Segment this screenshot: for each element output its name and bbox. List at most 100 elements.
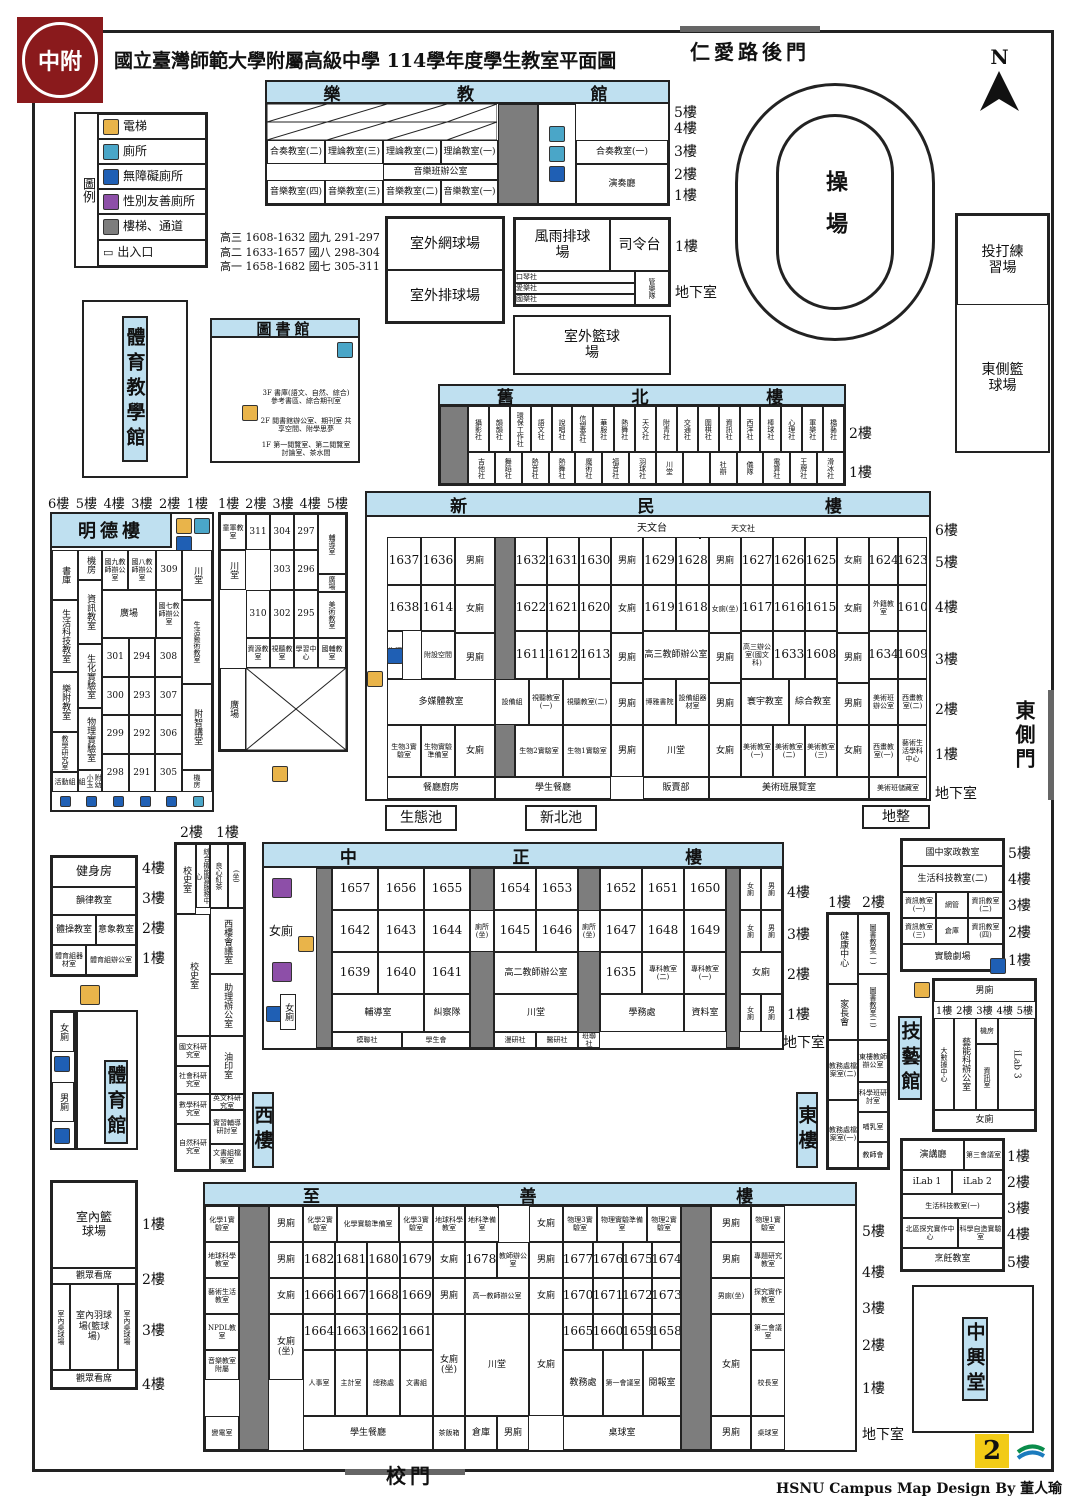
jiyi-lecture-block[interactable]: 演講廳 第三會議室 iLab 1 iLab 2 生活科技教室(一) 北區探究實作… [900,1138,1005,1272]
special-room[interactable]: 專科教室(二) [642,952,684,994]
mingde-room[interactable]: 國輔教室 [318,638,346,668]
restroom-male[interactable]: 男廁 [837,683,869,725]
mingde-room[interactable]: 生活藝術教室 [182,600,212,684]
classroom[interactable]: 1625 [805,537,837,585]
donglou-room[interactable]: 家長會 [828,984,858,1040]
club-room[interactable]: 儀隊 [736,452,764,484]
classroom[interactable]: 1638 [387,585,421,631]
restroom-male[interactable]: 男廁 [52,1082,74,1122]
jiyi-room[interactable]: iLab 2 [952,1170,1003,1194]
restroom-seated[interactable]: 廁所(坐) [470,910,494,952]
donglou-room[interactable]: 教務處檔案室(二) [828,1040,858,1100]
outdoor-basketball-court[interactable]: 室外籃球場 [513,315,671,375]
classroom[interactable]: 1627 [741,537,773,585]
club-room[interactable]: 附青社 [656,406,677,452]
restroom-male[interactable]: 男廁 [433,1278,465,1314]
lejiao-room[interactable]: 理論教室(一) [441,140,498,164]
office[interactable]: 總務處 [367,1350,400,1416]
outdoor-tennis-court[interactable]: 室外網球場 室外排球場 [385,216,505,324]
classroom[interactable]: 1634 [869,631,898,679]
restroom-female[interactable]: 女廁 [455,585,495,633]
office[interactable]: 主計室 [335,1350,367,1416]
mingde-room[interactable]: 296 [294,550,318,590]
classroom[interactable]: 1614 [421,585,455,631]
classroom[interactable]: 1667 [335,1278,367,1314]
spacer[interactable] [497,1206,499,1208]
art-room[interactable]: 美術教室(一) [741,725,773,777]
classroom[interactable]: 299 [102,715,129,754]
restroom-female[interactable]: 女廁 [837,537,869,585]
restroom-female[interactable]: 女廁 [740,868,761,910]
office[interactable]: 美術班辦公室 [869,679,898,725]
classroom[interactable]: 1619 [643,585,676,631]
classroom[interactable]: 1618 [676,585,709,631]
pingpong-room[interactable]: 桌球室 [751,1416,785,1450]
classroom[interactable]: 1670 [563,1278,593,1314]
classroom[interactable]: 1630 [579,537,611,585]
student-affairs[interactable]: 學務處 [600,994,684,1032]
jiyi-room[interactable]: 實驗劇場 [902,944,1003,970]
club-room[interactable]: 電算社 [763,452,791,484]
classroom[interactable]: 1673 [652,1278,681,1314]
mingde-room[interactable]: 視聽教室 [270,638,294,668]
restroom-male[interactable]: 男廁 [611,633,643,683]
mingde-room[interactable]: 資源教室 [246,638,270,668]
club-room[interactable]: 棒球社 [760,406,782,452]
club-room[interactable]: 說唱社 [551,406,573,452]
room[interactable]: 設備組器材室 [676,679,709,725]
mingde-room[interactable]: 304 [270,514,294,550]
classroom[interactable]: 294 [128,638,156,677]
classroom[interactable]: 1656 [378,868,424,910]
office[interactable]: 高一教師辦公室 [465,1278,529,1314]
jiyi-room[interactable]: 生活科技教室(二) [902,866,1003,892]
restroom-seated[interactable]: 廁所(坐) [578,910,600,952]
mingde-room[interactable]: 295 [294,590,318,638]
classroom[interactable]: 1639 [332,952,378,994]
sports-field[interactable]: 操場 [735,83,935,341]
mingde-room[interactable]: 川堂 [182,550,212,600]
restroom-male[interactable]: 男廁 [761,994,782,1032]
mingde-room[interactable]: 輔導室 [318,514,346,574]
pingpong-room[interactable]: 室內桌球場 [118,1284,136,1370]
classroom[interactable]: 1643 [378,910,424,952]
club-room[interactable]: 華服社 [593,406,615,452]
classroom[interactable]: 1610 [898,585,927,631]
mingde-room[interactable]: 生化實驗室 [78,644,102,708]
meeting-room[interactable]: 第二會議室 [751,1314,785,1350]
rain-volleyball-court[interactable]: 風雨排球場 司令台 口琴社 愛樂社 國樂社 管樂隊 [513,217,671,307]
lab[interactable]: 生物3實驗室 [387,725,421,777]
mingde-room[interactable]: 附智講堂 [182,684,212,770]
office[interactable]: 文書組 [400,1350,433,1416]
lejiao-room[interactable]: 音樂教室(三) [325,180,383,204]
room[interactable]: NPDL教室 [205,1314,239,1350]
classroom[interactable]: 1642 [332,910,378,952]
restroom-female[interactable]: 女廁 [280,994,296,1030]
room[interactable]: 西畫教室(二) [898,679,927,725]
classroom[interactable]: 1668 [367,1278,400,1314]
lab[interactable]: 物理3實驗室 [563,1206,597,1242]
equipment-room[interactable]: 體育組器材室 [52,945,86,975]
restroom-female-seated[interactable]: 女廁(坐) [269,1314,303,1380]
classroom[interactable]: 1653 [536,868,578,910]
jiyi-room[interactable]: 資訊教室(二) [968,892,1003,918]
lab[interactable]: 化學實驗準備室 [337,1206,399,1242]
mingde-room[interactable]: 國九教師辦公室 [102,550,128,590]
donglou-room[interactable]: 圖書教室(一) [858,914,888,974]
restroom-male[interactable]: 男廁 [455,633,495,683]
classroom[interactable]: 1623 [898,537,927,585]
restroom-female[interactable]: 女廁 [709,725,741,777]
back-gate-label[interactable]: 仁愛路後門 [690,40,810,64]
patrol-room[interactable]: 糾察隊 [424,994,470,1032]
tiyuguan-building[interactable]: 體育館 [76,1010,138,1150]
xilou-room[interactable]: 數學科研究室 [176,1094,210,1124]
fitness-building[interactable]: 健身房 韻律教室 體操教室 意象教室 體育組器材室 體育組辦公室 [50,855,138,977]
mingde-room[interactable]: 297 [294,514,318,550]
classroom[interactable]: 291 [128,753,156,792]
club-room[interactable]: 天文社 [635,406,656,452]
office[interactable]: 人事室 [303,1350,335,1416]
club-room[interactable]: 吉他社 [468,452,495,484]
club-room[interactable]: 羽球社 [629,452,656,484]
classroom[interactable]: 1628 [676,537,709,585]
jiyi-room[interactable]: iLab 3 [998,1018,1035,1110]
corridor[interactable]: 川堂 [465,1314,529,1416]
